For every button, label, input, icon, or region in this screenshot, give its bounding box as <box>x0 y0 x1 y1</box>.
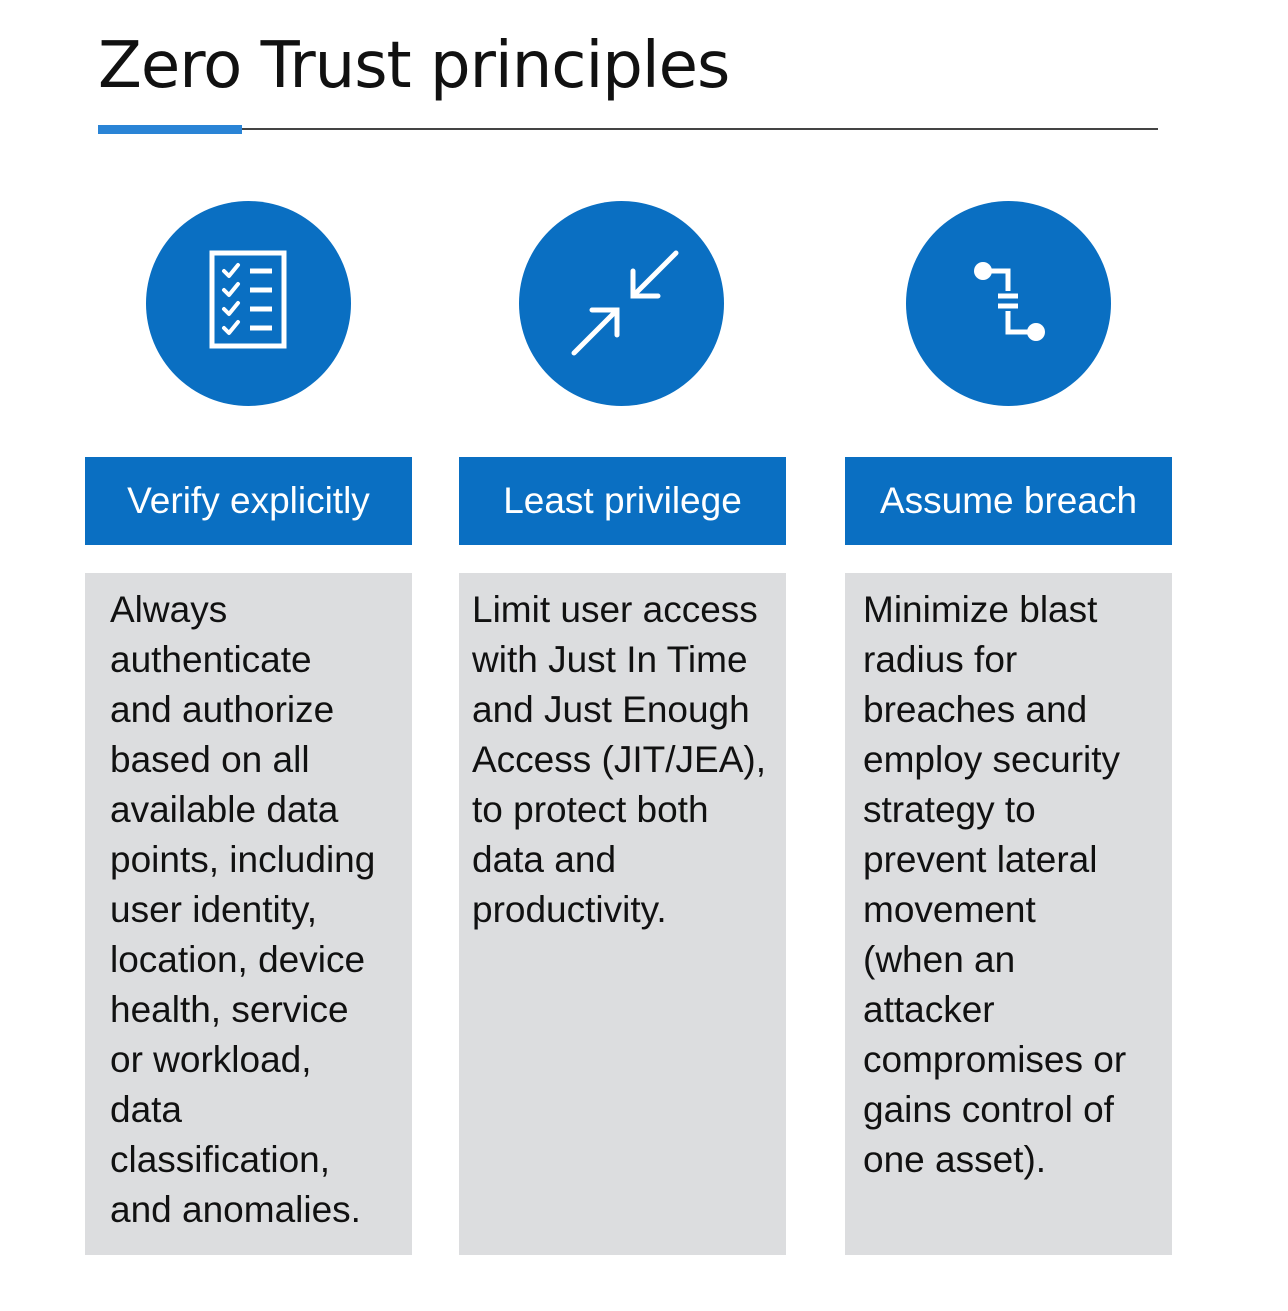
checklist-icon <box>146 201 351 406</box>
description-line: and authorize <box>110 689 335 730</box>
page-title: Zero Trust principles <box>98 29 730 103</box>
compress-arrows-icon <box>519 201 724 406</box>
description-line: prevent lateral <box>863 839 1098 880</box>
description-line: (when an <box>863 939 1016 980</box>
description-line: radius for <box>863 639 1018 680</box>
description-line: and Just Enough <box>472 689 750 730</box>
description-line: employ security <box>863 739 1121 780</box>
description-line: points, including <box>110 839 376 880</box>
principle-description: Minimize blast radius for breaches and e… <box>845 573 1172 1255</box>
description-line: with Just In Time <box>472 639 748 680</box>
description-line: data and <box>472 839 617 880</box>
description-line: gains control of <box>863 1089 1114 1130</box>
principle-heading: Assume breach <box>845 457 1172 545</box>
principle-heading: Verify explicitly <box>85 457 412 545</box>
description-line: user identity, <box>110 889 318 930</box>
description-line: to protect both <box>472 789 709 830</box>
description-line: location, device <box>110 939 366 980</box>
description-line: or workload, <box>110 1039 312 1080</box>
description-line: breaches and <box>863 689 1088 730</box>
description-line: and anomalies. <box>110 1189 361 1230</box>
description-line: attacker <box>863 989 995 1030</box>
principle-description: Limit user access with Just In Time and … <box>459 573 786 1255</box>
description-line: strategy to <box>863 789 1036 830</box>
description-line: compromises or <box>863 1039 1127 1080</box>
description-line: based on all <box>110 739 310 780</box>
description-line: available data <box>110 789 339 830</box>
title-accent-bar <box>98 125 242 134</box>
description-line: data <box>110 1089 183 1130</box>
description-line: authenticate <box>110 639 312 680</box>
broken-path-icon <box>906 201 1111 406</box>
description-line: movement <box>863 889 1036 930</box>
description-line: Access (JIT/JEA), <box>472 739 766 780</box>
description-line: Always <box>110 589 228 630</box>
principle-heading: Least privilege <box>459 457 786 545</box>
description-line: Limit user access <box>472 589 758 630</box>
description-line: classification, <box>110 1139 331 1180</box>
description-line: productivity. <box>472 889 667 930</box>
description-line: Minimize blast <box>863 589 1098 630</box>
description-line: one asset). <box>863 1139 1047 1180</box>
title-divider <box>98 128 1158 130</box>
description-line: health, service <box>110 989 349 1030</box>
principle-description: Always authenticate and authorize based … <box>85 573 412 1255</box>
